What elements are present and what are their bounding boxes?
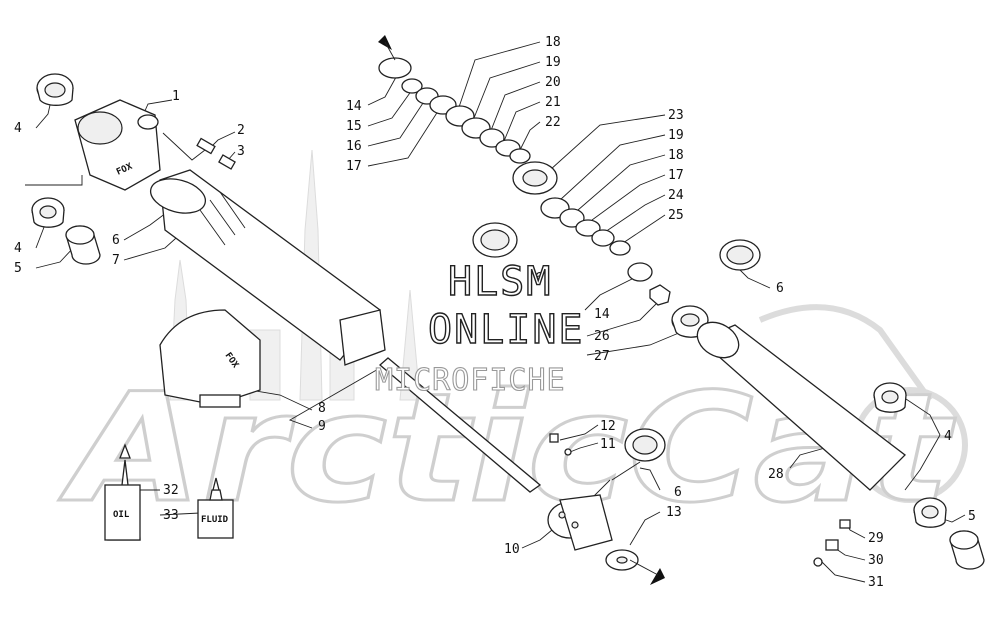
callout-6d: 6	[674, 485, 682, 500]
callout-31: 31	[868, 575, 884, 590]
seal-ring-right	[719, 239, 761, 271]
washer-lower	[605, 549, 639, 571]
check-ball-and-plug	[549, 433, 572, 456]
washer-stack-lower	[540, 197, 653, 282]
callout-17b: 17	[668, 168, 684, 183]
bushing-right-lower	[913, 497, 947, 528]
callout-3: 3	[237, 144, 245, 159]
callout-2: 2	[237, 123, 245, 138]
bearing-sleeve-left	[65, 225, 101, 265]
callout-33: 33	[163, 508, 179, 523]
oil-bottle: OIL	[104, 443, 141, 541]
bushing-left	[31, 197, 65, 228]
callout-10: 10	[504, 542, 520, 557]
piston-shaft	[379, 357, 542, 493]
lock-nut	[649, 284, 671, 306]
callout-20: 20	[545, 75, 561, 90]
watermark-hlsm: HLSM	[448, 259, 552, 305]
callout-7: 7	[112, 253, 120, 268]
callout-13: 13	[666, 505, 682, 520]
callout-18a: 18	[545, 35, 561, 50]
callout-28: 28	[768, 467, 784, 482]
small-fittings	[813, 519, 851, 567]
callout-22: 22	[545, 115, 561, 130]
callout-23: 23	[668, 108, 684, 123]
callout-27: 27	[594, 349, 610, 364]
callout-9: 9	[318, 419, 326, 434]
watermark-online: ONLINE	[428, 307, 585, 353]
callout-1: 1	[172, 89, 180, 104]
callout-4b: 4	[14, 241, 22, 256]
end-cap	[671, 305, 709, 338]
callout-19b: 19	[668, 128, 684, 143]
callout-5a: 5	[14, 261, 22, 276]
callout-4c: 4	[944, 429, 952, 444]
fluid-bottle: FLUID	[197, 477, 234, 539]
callout-17a: 17	[346, 159, 362, 174]
spring-cover: FOX	[159, 309, 261, 408]
shock-head: FOX	[74, 99, 161, 191]
callout-18b: 18	[668, 148, 684, 163]
callout-19a: 19	[545, 55, 561, 70]
washer-stack-top	[378, 57, 531, 164]
direction-arrows	[378, 35, 665, 585]
callout-labels: 1 2 3 4 4 5 6 7 8 9 18 19 20 21 22 14 15…	[14, 35, 976, 590]
main-cylinder	[696, 321, 906, 491]
callout-16: 16	[346, 139, 362, 154]
callout-30: 30	[868, 553, 884, 568]
callout-32: 32	[163, 483, 179, 498]
shock-body	[149, 169, 386, 366]
bushing-top	[36, 73, 74, 106]
callout-24: 24	[668, 188, 684, 203]
bushing-right-upper	[873, 382, 907, 413]
seal-ring-center	[472, 222, 518, 258]
valve-fittings	[196, 137, 236, 170]
oil-bottle-label: OIL	[113, 510, 130, 520]
callout-4a: 4	[14, 121, 22, 136]
callout-21: 21	[545, 95, 561, 110]
seal-ring-lower	[624, 428, 666, 462]
piston-upper	[512, 161, 558, 195]
callout-15: 15	[346, 119, 362, 134]
callout-11: 11	[600, 437, 616, 452]
callout-14a: 14	[346, 99, 362, 114]
callout-6b: 6	[535, 271, 543, 286]
piston-lower	[547, 494, 613, 551]
callout-12: 12	[600, 419, 616, 434]
callout-6c: 6	[776, 281, 784, 296]
watermark-microfiche: MICROFICHE	[375, 363, 566, 398]
callout-25: 25	[668, 208, 684, 223]
bearing-sleeve-right	[949, 530, 985, 570]
callout-26: 26	[594, 329, 610, 344]
callout-29: 29	[868, 531, 884, 546]
fluid-bottle-label: FLUID	[201, 515, 229, 525]
callout-8: 8	[318, 401, 326, 416]
callout-6a: 6	[112, 233, 120, 248]
callout-5b: 5	[968, 509, 976, 524]
site-watermark: HLSM ONLINE MICROFICHE	[374, 258, 585, 398]
callout-14b: 14	[594, 307, 610, 322]
